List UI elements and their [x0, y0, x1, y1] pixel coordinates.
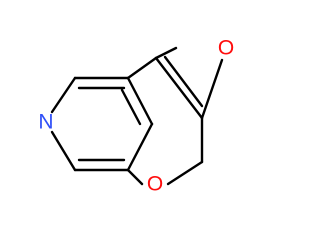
bond-n-c3 — [50, 130, 77, 172]
bond-c7-o-epoxide — [154, 46, 178, 60]
bond-c4-n — [50, 76, 77, 114]
bond-c2-c1 — [126, 122, 154, 172]
ring-oxygen-atom-label: O — [147, 173, 163, 196]
bond-c2-o-ring — [126, 168, 144, 186]
epoxide-oxygen-atom-label: O — [218, 37, 234, 60]
bond-c1-c6-double — [120, 88, 142, 126]
bond-c8-o-epoxide — [200, 58, 224, 120]
bond-c7-c8-double — [163, 55, 204, 108]
nitrogen-atom-label: N — [38, 111, 53, 134]
molecule-canvas: N O O — [38, 37, 234, 196]
molecule-structure: N O O — [38, 37, 234, 196]
bond-c1-c6 — [126, 76, 154, 126]
bond-c6-c7 — [126, 56, 158, 80]
bond-o-ring-ch2 — [166, 160, 204, 186]
bond-c7-c8 — [154, 56, 204, 120]
